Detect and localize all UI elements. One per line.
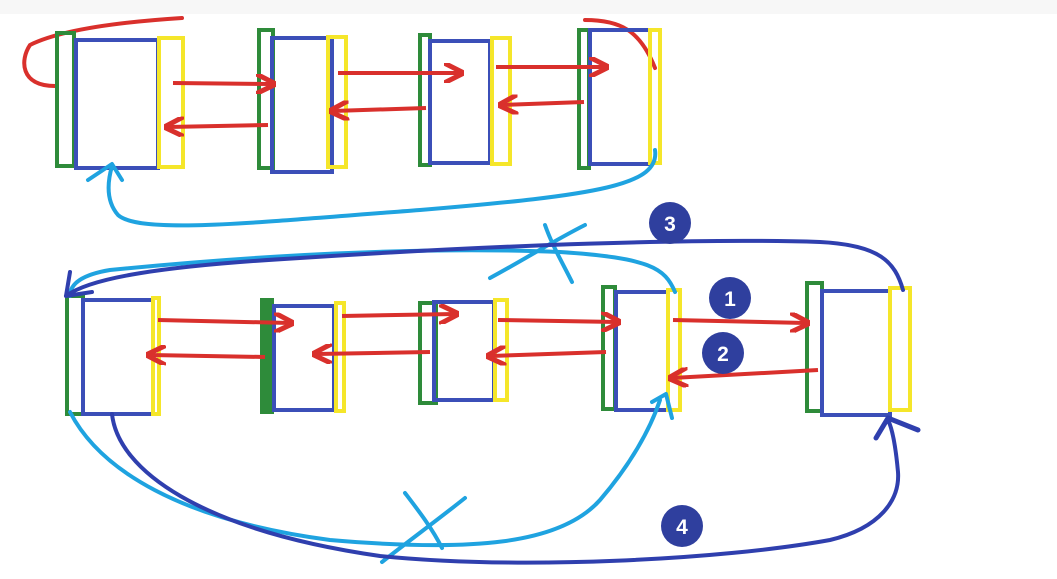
new-wrap-link-top (64, 238, 905, 298)
top-list (22, 16, 662, 228)
top-next-link-1 (172, 83, 272, 84)
cross-out-x-icon (488, 223, 587, 284)
bottom-list (64, 223, 921, 565)
step-badge-2-label: 2 (717, 343, 729, 366)
node-body (614, 290, 670, 412)
bottom-next-link-4-new (672, 320, 806, 323)
new-wrap-link-bottom (110, 412, 901, 565)
top-right-red-head-link (583, 18, 657, 70)
step-badge-4: 4 (661, 505, 703, 547)
step-badge-1-label: 1 (724, 288, 736, 311)
node-body (432, 300, 496, 402)
bottom-next-link-2 (341, 314, 455, 316)
old-wrap-link-bottom-arrowhead (650, 392, 674, 420)
prev-pointer (601, 285, 617, 411)
bottom-node-5 (805, 281, 912, 417)
top-node-4 (577, 28, 662, 170)
bottom-node-2 (260, 298, 346, 414)
step-badge-2: 2 (702, 332, 744, 374)
bottom-prev-link-4-new (672, 370, 819, 378)
node-body (74, 38, 160, 170)
new-wrap-link-bottom-arrowhead (873, 415, 921, 441)
next-pointer (490, 36, 512, 166)
bottom-next-link-1 (157, 320, 290, 323)
top-prev-link-1 (168, 125, 269, 127)
node-body (428, 39, 492, 165)
next-pointer (888, 286, 912, 412)
step-badge-3: 3 (649, 202, 691, 244)
old-wrap-link-top (68, 248, 677, 298)
top-bar (0, 0, 1057, 14)
step-badge-3-label: 3 (664, 213, 676, 236)
top-node-1 (55, 31, 185, 170)
bottom-prev-link-1 (150, 355, 266, 357)
old-wrap-link-bottom (68, 398, 662, 548)
node-body (81, 298, 155, 416)
new-wrap-link-top-arrowhead (64, 270, 94, 298)
prev-pointer (65, 294, 85, 416)
bottom-node-4 (601, 285, 682, 412)
step-badge-4-label: 4 (676, 516, 688, 539)
bottom-prev-link-2 (316, 352, 431, 354)
next-pointer (493, 298, 509, 402)
step-badge-1: 1 (709, 277, 751, 319)
next-pointer (648, 28, 662, 165)
bottom-next-link-3 (497, 320, 617, 322)
next-pointer (334, 301, 346, 413)
next-pointer (666, 288, 682, 412)
top-node-3 (418, 33, 512, 167)
next-pointer (157, 36, 185, 169)
node-body (820, 289, 892, 417)
bottom-node-1 (65, 294, 161, 416)
bottom-prev-link-3 (490, 352, 607, 356)
prev-pointer (55, 31, 76, 168)
cross-out-x-icon (380, 491, 467, 564)
node-body (270, 36, 334, 174)
prev-pointer (577, 28, 591, 170)
top-wrap-link-arrowhead (86, 162, 124, 182)
top-node-2 (257, 28, 348, 174)
top-left-red-tail-link (22, 16, 184, 88)
top-prev-link-2 (333, 108, 427, 111)
prev-pointer (805, 281, 824, 413)
top-wrap-link (106, 148, 658, 228)
node-body (588, 28, 652, 166)
top-prev-link-3 (502, 102, 585, 105)
